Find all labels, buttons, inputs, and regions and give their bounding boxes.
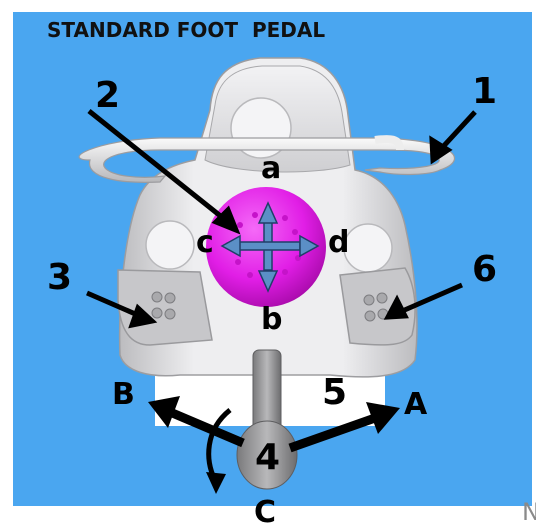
direction-d: d bbox=[328, 228, 349, 258]
direction-c: c bbox=[196, 228, 214, 258]
corner-text: N bbox=[522, 498, 536, 526]
diagram-title: STANDARD FOOT PEDAL bbox=[47, 18, 325, 42]
callout-6: 6 bbox=[472, 252, 497, 288]
indent-circle-left bbox=[146, 221, 194, 269]
callout-B: B bbox=[112, 380, 135, 410]
side-panel-right bbox=[340, 268, 415, 345]
callout-5: 5 bbox=[322, 375, 347, 411]
direction-b: b bbox=[261, 305, 282, 335]
callout-2: 2 bbox=[95, 78, 120, 114]
callout-3: 3 bbox=[47, 260, 72, 296]
callout-A: A bbox=[404, 390, 427, 420]
callout-C: C bbox=[254, 498, 276, 528]
indent-circle-right bbox=[344, 224, 392, 272]
side-panel-left bbox=[118, 270, 212, 345]
callout-4: 4 bbox=[255, 440, 280, 476]
direction-a: a bbox=[261, 154, 281, 184]
callout-1: 1 bbox=[472, 74, 497, 110]
